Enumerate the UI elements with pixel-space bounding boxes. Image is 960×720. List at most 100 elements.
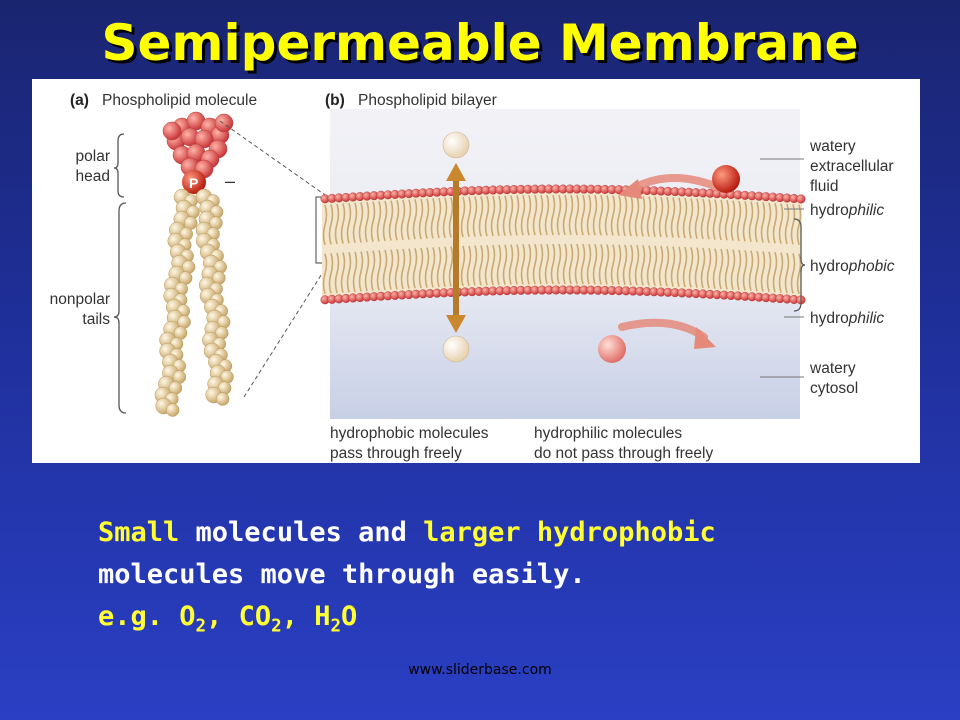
lipid-tail xyxy=(604,244,610,285)
lipid-tail xyxy=(640,245,646,286)
lipid-tail xyxy=(370,201,376,242)
lipid-tail xyxy=(526,244,532,285)
lipid-tail xyxy=(628,195,634,237)
lipid-tail xyxy=(592,195,598,236)
bilayer-core xyxy=(322,187,802,302)
lipid-tail xyxy=(538,194,544,236)
lipid-tail xyxy=(358,251,364,292)
lipid-tail xyxy=(448,246,454,287)
deflect-arrowhead-bottom xyxy=(694,327,716,349)
lipid-tail xyxy=(766,251,772,293)
tail-atom xyxy=(165,403,180,417)
hydrophobic-label: hydrophobic xyxy=(810,258,895,275)
lipid-tail xyxy=(442,246,448,288)
phospholipid-bilayer xyxy=(320,184,806,305)
lipid-tail xyxy=(364,201,370,243)
lipid-tail xyxy=(472,196,478,237)
lipid-tail xyxy=(520,244,526,285)
lipid-tail xyxy=(646,245,652,286)
lipid-tail xyxy=(736,200,742,242)
lipid-tail xyxy=(622,244,628,286)
hydrophobic-passage xyxy=(442,131,470,363)
nonpolar-label-1: nonpolar xyxy=(50,291,110,308)
lipid-tail xyxy=(664,197,670,238)
body-text: Small molecules and larger hydrophobic m… xyxy=(98,512,898,647)
phosphate-label: P xyxy=(189,175,198,191)
lipid-tail xyxy=(604,195,610,236)
body-line-1: Small molecules and larger hydrophobic xyxy=(98,512,898,554)
lipid-tail xyxy=(430,198,436,239)
lipid-tail xyxy=(712,248,718,289)
lipid-tail xyxy=(490,244,496,286)
lipid-tail xyxy=(508,244,514,285)
lipid-tail xyxy=(748,250,754,291)
lipid-tail xyxy=(508,195,514,236)
lipid-tail xyxy=(484,244,490,286)
lipid-tail xyxy=(742,201,748,242)
lipid-tail xyxy=(724,200,730,241)
membrane-figure: (a) Phospholipid molecule (b) Phospholip… xyxy=(32,79,920,463)
lipid-tail xyxy=(760,202,766,243)
lipid-tail xyxy=(550,243,556,285)
caption-left-line2: pass through freely xyxy=(330,445,462,462)
lipid-tail xyxy=(682,197,688,239)
lipid-tail xyxy=(466,196,472,238)
lipid-tail xyxy=(652,196,658,238)
lipid-tail xyxy=(796,204,802,246)
lipid-tail xyxy=(394,200,400,241)
lipid-tail xyxy=(784,203,790,245)
panel-a-title: Phospholipid molecule xyxy=(102,92,257,109)
phospholipid-molecule: P – xyxy=(154,111,235,417)
lipid-tail xyxy=(472,245,478,286)
lipid-tail xyxy=(658,196,664,238)
lipid-tail xyxy=(412,199,418,240)
lipid-tail xyxy=(424,247,430,288)
lipid-tail xyxy=(748,201,754,242)
lipid-tail xyxy=(784,252,790,294)
lipid-tail xyxy=(568,194,574,236)
lipid-tail xyxy=(790,253,796,294)
lipid-tail xyxy=(754,250,760,292)
lipid-tail xyxy=(514,195,520,236)
lipid-tail xyxy=(610,195,616,236)
polar-head-label-2: head xyxy=(76,168,110,185)
membrane-diagram: (a) Phospholipid molecule (b) Phospholip… xyxy=(50,92,895,462)
lipid-tail xyxy=(400,199,406,241)
lipid-tail xyxy=(376,250,382,291)
body-line-2: molecules move through easily. xyxy=(98,559,586,590)
hydrophilic-bottom-label: hydrophilic xyxy=(810,310,884,327)
lipid-tail xyxy=(772,203,778,244)
lipid-tail xyxy=(436,246,442,288)
lipid-tail xyxy=(412,248,418,289)
lipid-tail xyxy=(754,201,760,243)
passage-arrow-up xyxy=(446,163,466,181)
head-atom xyxy=(162,121,182,141)
hydrophilic-deflection xyxy=(598,165,740,363)
lipid-tail xyxy=(334,252,340,294)
footer-url: www.sliderbase.com xyxy=(408,662,552,678)
lipid-tail xyxy=(532,243,538,285)
hydrophobic-bracket xyxy=(793,218,806,312)
lipid-tail xyxy=(682,246,688,288)
lipid-tail xyxy=(622,195,628,237)
lipid-tail xyxy=(736,249,742,291)
lipid-tail xyxy=(568,243,574,285)
hydrophobic-molecule-top xyxy=(442,131,470,159)
lipid-tail xyxy=(532,194,538,236)
lipid-tail xyxy=(766,202,772,244)
lipid-tail xyxy=(388,200,394,241)
lipid-tail xyxy=(556,194,562,236)
lipid-tail xyxy=(700,198,706,240)
lipid-tail xyxy=(514,244,520,285)
charge-label: – xyxy=(225,171,235,191)
deflect-arrowhead-top xyxy=(618,179,642,199)
lipid-tail xyxy=(652,245,658,287)
lipid-tail xyxy=(718,248,724,290)
lipid-tail xyxy=(574,243,580,285)
lipid-tail xyxy=(394,249,400,290)
lipid-tail xyxy=(442,197,448,239)
lipid-tail xyxy=(460,196,466,238)
lipid-tail xyxy=(700,247,706,289)
highlight-larger-hydrophobic: larger hydrophobic xyxy=(423,517,716,548)
caption-right-line1: hydrophilic molecules xyxy=(534,425,682,442)
